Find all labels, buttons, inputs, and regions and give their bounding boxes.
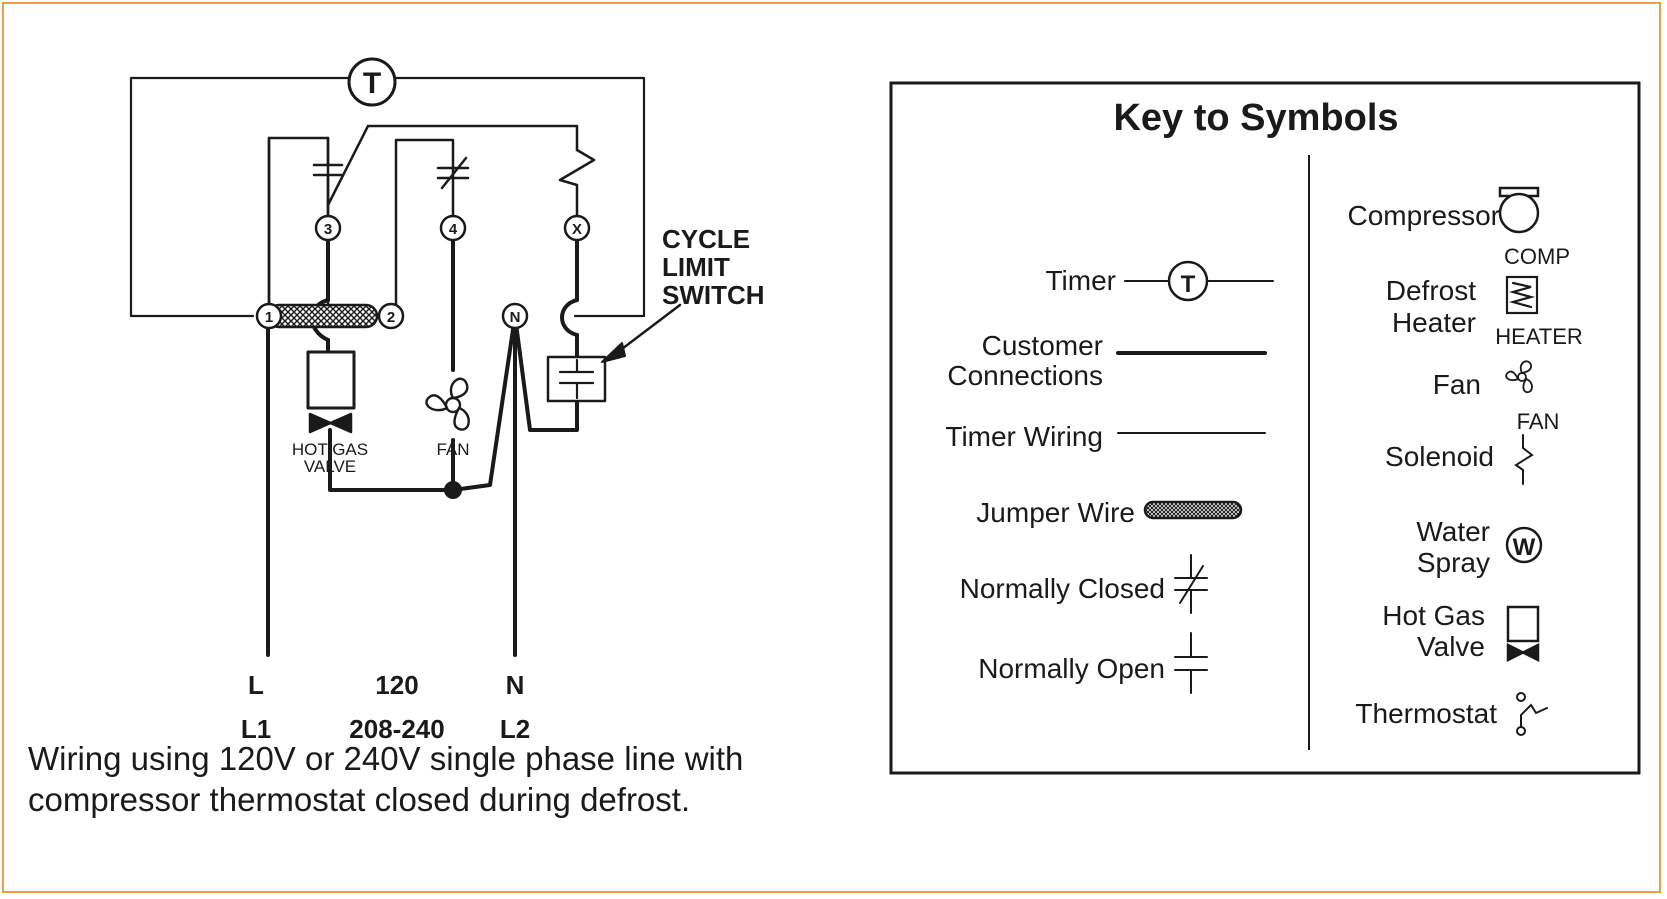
key-title: Key to Symbols [1113,97,1398,139]
cycle-limit-arrow [612,303,682,357]
key-hot-gas-valve-symbol [1506,605,1540,663]
hot-gas-valve-label-1: HOT GAS [292,440,368,459]
key-timer-symbol [1124,260,1274,302]
bottom-label-l2: L2 [500,714,530,744]
key-timer-label: Timer [1045,265,1116,296]
cycle-limit-label-1: CYCLE [662,224,750,254]
jumper-wire [266,303,379,329]
hot-gas-valve-body [308,412,353,434]
key-defrost-label-2: Heater [1392,307,1476,338]
terminals [255,214,591,330]
key-water-label-2: Spray [1417,547,1490,578]
key-water-label-1: Water [1416,516,1490,547]
key-symbols [1116,186,1548,736]
key-water-symbol-letter: W [1513,534,1536,561]
key-labels: Key to Symbols Timer Customer Connection… [945,97,1582,729]
terminal-1-label: 1 [265,309,273,326]
key-normally-closed-label: Normally Closed [960,573,1165,604]
terminal-2 [377,302,405,330]
cycle-limit-switch-contact [558,358,595,400]
key-thermostat-label: Thermostat [1355,698,1497,729]
terminal-n [501,302,529,330]
key-customer-label-1: Customer [982,330,1103,361]
cycle-limit-arrowhead [601,342,626,363]
terminal-4 [439,214,467,242]
terminal-1 [255,302,283,330]
key-compressor-symbol [1498,186,1540,234]
key-comp-sublabel: COMP [1504,244,1570,269]
bottom-label-l: L [248,670,264,700]
key-water-spray-circle [1505,526,1543,564]
terminal-2-label: 2 [387,309,395,326]
key-compressor-label: Compressor [1348,200,1500,231]
bottom-label-l1: L1 [241,714,271,744]
junction-dot [444,481,462,499]
hot-gas-valve-coil [306,350,356,410]
key-customer-label-2: Connections [947,360,1103,391]
key-heater-sublabel: HEATER [1495,324,1583,349]
terminal-3 [314,214,342,242]
hot-gas-valve-label-2: VALVE [304,457,356,476]
key-fan-label: Fan [1433,369,1481,400]
fan-symbol [425,377,470,431]
bottom-label-n: N [506,670,525,700]
key-defrost-label-1: Defrost [1386,275,1476,306]
key-symbol-letters: T W [1181,271,1536,561]
caption: Wiring using 120V or 240V single phase l… [28,738,848,820]
key-solenoid-symbol [1514,434,1534,485]
timer-symbol-circle [347,57,397,107]
bottom-label-120: 120 [375,670,418,700]
key-hotgas-label-2: Valve [1417,631,1485,662]
diagram-labels: T 1 2 3 4 X N CYCLE LIMIT SWITCH HOT GAS… [241,67,765,744]
caption-line-2: compressor thermostat closed during defr… [28,781,691,818]
key-timer-symbol-letter: T [1181,271,1196,298]
key-fan-sublabel: FAN [1517,409,1560,434]
terminal-x [563,214,591,242]
key-normally-closed-symbol [1174,554,1208,614]
cycle-limit-label-2: LIMIT [662,252,730,282]
terminal-x-label: X [572,221,582,238]
key-fan-symbol [1505,360,1533,394]
terminal-3-label: 3 [324,221,332,238]
timer-wiring [129,76,646,318]
key-thermostat-symbol [1516,692,1548,736]
key-hotgas-label-1: Hot Gas [1382,600,1485,631]
key-heater-symbol [1505,275,1539,315]
timer-symbol-label: T [363,67,381,100]
caption-line-1: Wiring using 120V or 240V single phase l… [28,740,744,777]
key-normally-open-label: Normally Open [978,653,1165,684]
key-jumper-label: Jumper Wire [976,497,1135,528]
terminal-n-label: N [510,309,521,326]
key-timer-wiring-label: Timer Wiring [945,421,1103,452]
bottom-label-208-240: 208-240 [349,714,444,744]
terminal-4-label: 4 [449,221,458,238]
key-solenoid-label: Solenoid [1385,441,1494,472]
key-jumper-symbol [1143,500,1243,520]
contact-wiring [267,124,596,318]
customer-connections [266,238,579,657]
cycle-limit-label-3: SWITCH [662,280,765,310]
key-normally-open-symbol [1174,632,1208,694]
wiring-diagram [129,57,682,657]
fan-label: FAN [436,440,469,459]
